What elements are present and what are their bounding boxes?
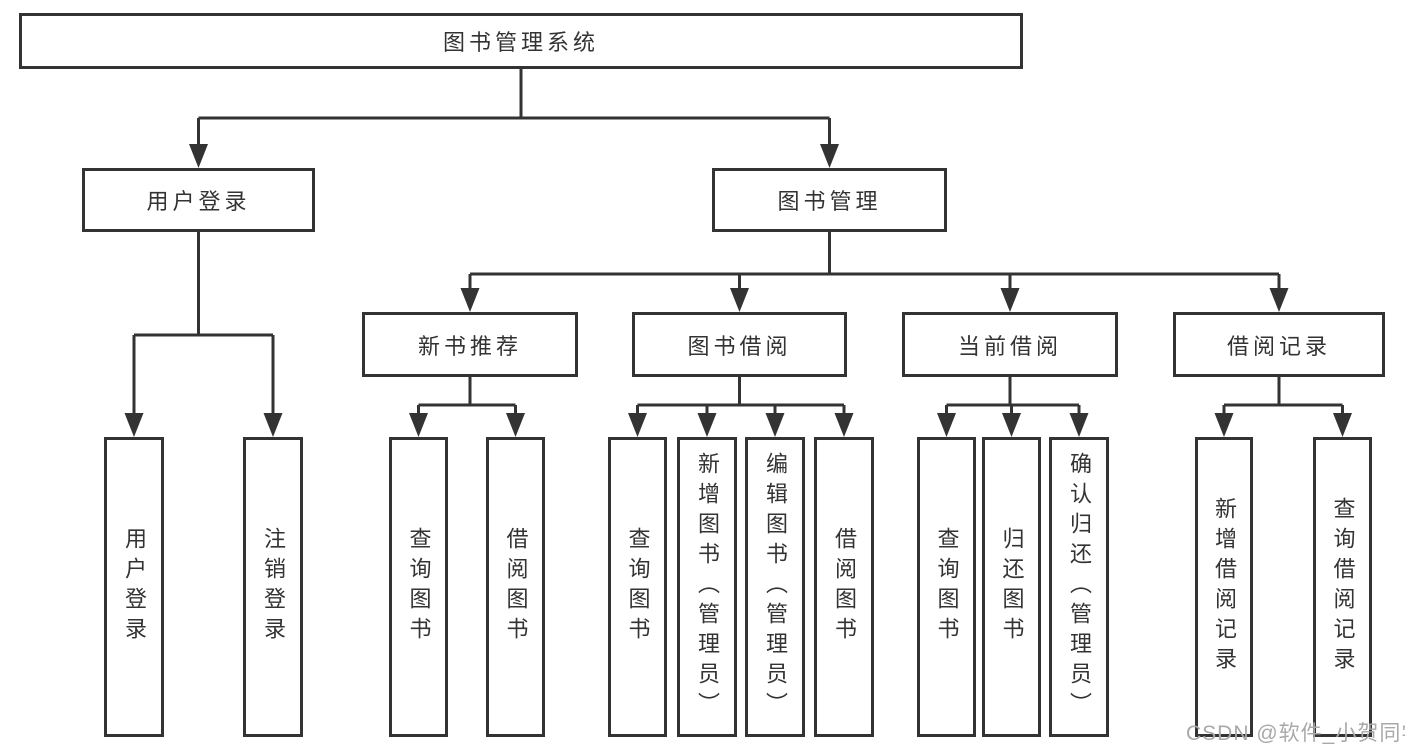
leaf-borrow-query-book: 查询图书 — [608, 437, 667, 737]
node-label: 借阅记录 — [1226, 333, 1331, 359]
node-label: 新增借阅记录 — [1212, 497, 1237, 677]
arrowhead — [124, 413, 144, 437]
leaf-records-query-record: 查询借阅记录 — [1313, 437, 1372, 737]
leaf-borrow-add-book-admin: 新增图书（管理员） — [677, 437, 737, 737]
leaf-borrow-edit-book-admin: 编辑图书（管理员） — [745, 437, 805, 737]
arrowhead — [263, 413, 283, 437]
node-label: 查询图书 — [625, 527, 651, 647]
arrowhead — [765, 413, 785, 437]
arrowhead — [628, 413, 647, 437]
node-label: 图书管理系统 — [442, 30, 599, 55]
node-label: 用户登录 — [146, 189, 251, 214]
leaf-recommend-query-book: 查询图书 — [389, 437, 448, 737]
csdn-watermark: CSDN @软件_小贺同学 — [1186, 722, 1405, 745]
arrowhead — [730, 288, 749, 312]
leaf-current-query-book: 查询图书 — [917, 437, 976, 737]
leaf-borrow-borrow-book: 借阅图书 — [814, 437, 874, 737]
connector-root-to-level2 — [197, 69, 831, 150]
node-label: 注销登录 — [261, 527, 286, 647]
node-label: 查询借阅记录 — [1330, 497, 1356, 677]
node-book-management: 图书管理 — [712, 168, 947, 232]
arrowhead — [409, 413, 428, 437]
arrowhead — [1269, 288, 1289, 312]
connector-user-login-to-leaves — [132, 232, 275, 419]
node-label: 图书管理 — [777, 189, 882, 214]
node-label: 编辑图书（管理员） — [763, 452, 788, 722]
arrowhead — [937, 413, 956, 437]
node-label: 借阅图书 — [503, 527, 529, 647]
arrowhead — [1333, 413, 1352, 437]
node-label: 借阅图书 — [832, 527, 857, 647]
connector-book-management-to-level3 — [468, 232, 1281, 294]
arrowhead — [1000, 288, 1020, 312]
arrowhead — [820, 144, 839, 168]
connector-current-borrow-to-leaves — [945, 377, 1081, 419]
arrowhead — [506, 413, 525, 437]
leaf-recommend-borrow-book: 借阅图书 — [486, 437, 545, 737]
arrowhead — [460, 288, 480, 312]
leaf-current-confirm-return-admin: 确认归还（管理员） — [1049, 437, 1109, 737]
node-current-borrow: 当前借阅 — [902, 312, 1118, 377]
node-label: 当前借阅 — [957, 333, 1062, 359]
arrowhead — [189, 144, 208, 168]
arrowhead — [834, 413, 854, 437]
leaf-current-return-book: 归还图书 — [982, 437, 1041, 737]
node-label: 归还图书 — [999, 527, 1025, 647]
arrowhead — [1002, 413, 1021, 437]
leaf-records-add-record: 新增借阅记录 — [1195, 437, 1253, 737]
node-label: 新增图书（管理员） — [695, 452, 720, 722]
node-label: 用户登录 — [122, 527, 147, 647]
arrowhead — [1214, 413, 1234, 437]
node-borrow-records: 借阅记录 — [1173, 312, 1385, 377]
node-label: 图书借阅 — [687, 333, 792, 359]
arrowhead — [1069, 413, 1089, 437]
arrowhead — [697, 413, 717, 437]
node-label: 确认归还（管理员） — [1067, 452, 1092, 722]
connector-borrow-records-to-leaves — [1222, 377, 1344, 419]
node-user-login: 用户登录 — [82, 168, 315, 232]
arrowheads — [124, 144, 1352, 437]
leaf-logout-login: 注销登录 — [243, 437, 303, 737]
connector-book-borrow-to-leaves — [636, 377, 846, 419]
node-label: 查询图书 — [934, 527, 960, 647]
node-library-management-system: 图书管理系统 — [19, 13, 1023, 69]
node-label: 新书推荐 — [417, 333, 522, 359]
connector-new-book-recommend-to-leaves — [417, 377, 517, 419]
node-book-borrow: 图书借阅 — [632, 312, 847, 377]
node-label: 查询图书 — [406, 527, 432, 647]
leaf-user-login: 用户登录 — [104, 437, 164, 737]
node-new-book-recommend: 新书推荐 — [362, 312, 578, 377]
